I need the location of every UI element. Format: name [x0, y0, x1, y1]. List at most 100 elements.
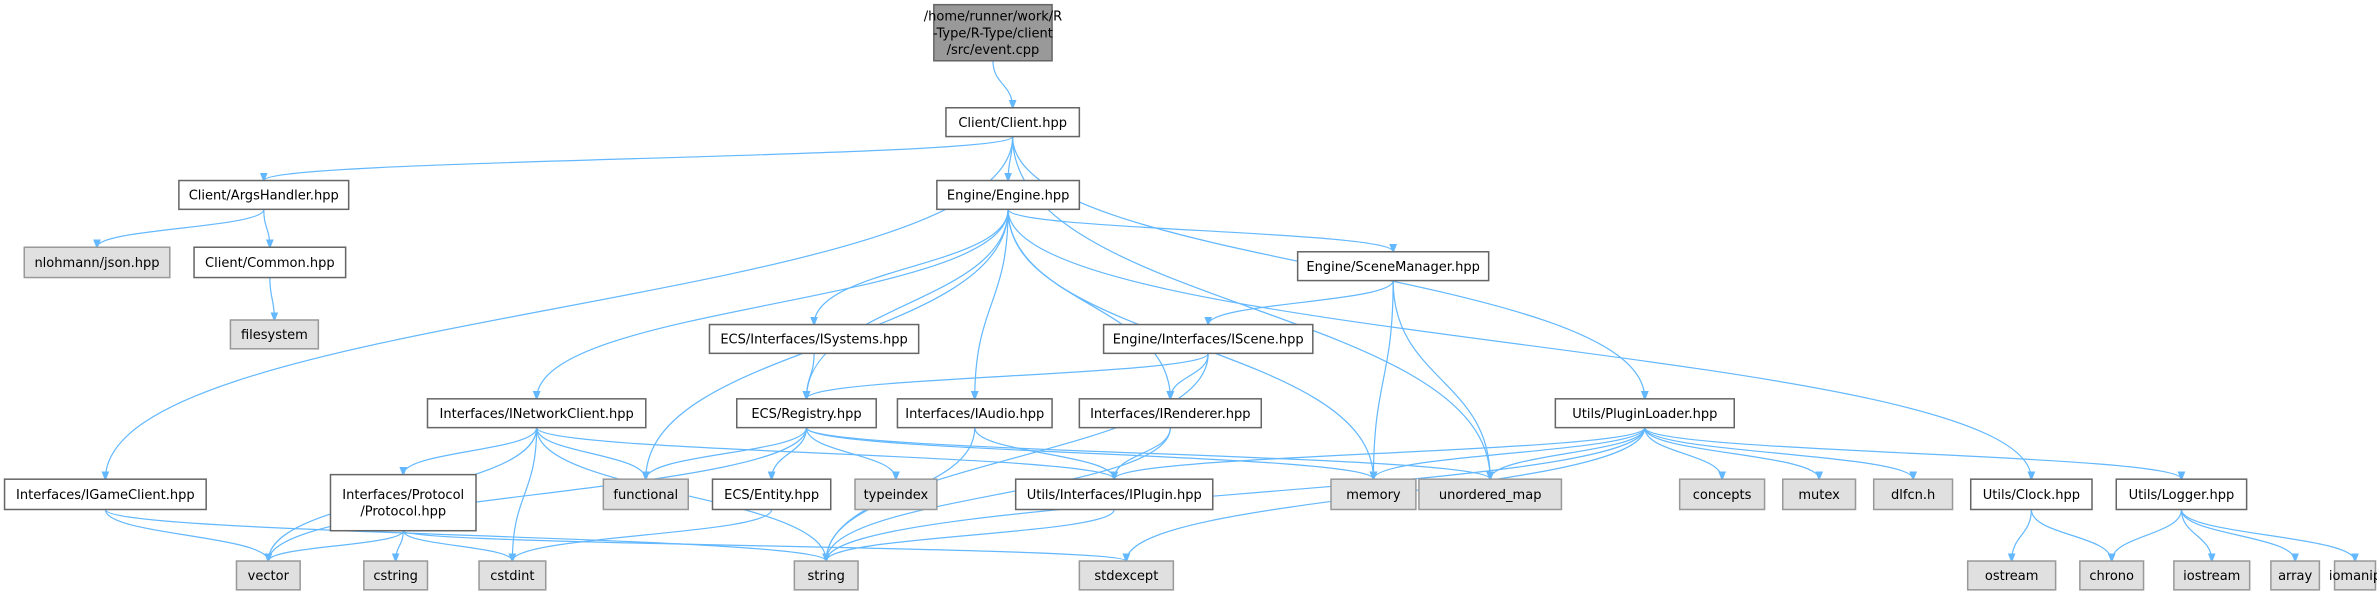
- node-event[interactable]: /home/runner/work/R-Type/R-Type/client/s…: [924, 3, 1062, 62]
- edge-protocol-to-stdexcept: [402, 530, 1126, 561]
- edge-engine-to-inetwork: [537, 209, 1009, 398]
- node-box: [2115, 478, 2248, 511]
- node-box: [1678, 478, 1766, 511]
- node-label: /src/event.cpp: [947, 43, 1040, 58]
- edge-inetwork-to-cstdint: [512, 427, 538, 561]
- node-label: dlfcn.h: [1891, 488, 1935, 503]
- node-box: [1418, 478, 1563, 511]
- node-box: [711, 478, 832, 511]
- edge-registry-to-functional: [646, 427, 808, 480]
- node-label: filesystem: [241, 328, 308, 343]
- node-client[interactable]: Client/Client.hpp: [945, 107, 1081, 138]
- node-label: ostream: [1985, 569, 2039, 584]
- node-label: Interfaces/IAudio.hpp: [905, 407, 1044, 422]
- edge-iaudio-to-iplugin: [974, 427, 1114, 480]
- node-label: ECS/Interfaces/ISystems.hpp: [720, 333, 907, 348]
- node-label: -Type/R-Type/client: [933, 26, 1053, 41]
- node-args[interactable]: Client/ArgsHandler.hpp: [178, 179, 350, 211]
- edge-igameclient-to-vector: [104, 509, 268, 561]
- edge-registry-to-memory: [805, 427, 1373, 480]
- node-stdexcept: stdexcept: [1078, 560, 1175, 591]
- node-box: [933, 3, 1053, 62]
- node-box: [2079, 560, 2145, 591]
- node-mutex: mutex: [1781, 478, 1857, 511]
- node-functional: functional: [602, 478, 689, 511]
- node-protocol[interactable]: Interfaces/Protocol/Protocol.hpp: [329, 473, 477, 532]
- node-label: nlohmann/json.hpp: [34, 256, 159, 271]
- node-label: Utils/Interfaces/IPlugin.hpp: [1027, 488, 1202, 503]
- node-label: Interfaces/Protocol: [342, 488, 464, 503]
- node-engine[interactable]: Engine/Engine.hpp: [936, 179, 1081, 211]
- node-label: Engine/SceneManager.hpp: [1306, 260, 1479, 275]
- edge-engine-to-clock: [1007, 209, 2031, 479]
- edge-registry-to-typeindex: [805, 427, 895, 480]
- node-label: Client/Common.hpp: [205, 256, 335, 271]
- node-entity[interactable]: ECS/Entity.hpp: [711, 478, 832, 511]
- node-box: [193, 246, 347, 279]
- node-label: Utils/PluginLoader.hpp: [1572, 407, 1717, 422]
- node-box: [936, 179, 1081, 211]
- node-box: [23, 246, 171, 279]
- edge-pluginloader-to-iplugin: [1114, 427, 1646, 480]
- node-logger[interactable]: Utils/Logger.hpp: [2115, 478, 2248, 511]
- node-box: [708, 323, 920, 355]
- edge-logger-to-iostream: [2180, 509, 2211, 561]
- edge-inetwork-to-functional: [536, 427, 646, 480]
- node-label: Client/Client.hpp: [958, 116, 1067, 131]
- edge-iscene-to-irenderer: [1170, 353, 1209, 398]
- edge-client-to-args: [264, 136, 1014, 181]
- edge-pluginloader-to-memory: [1373, 427, 1646, 480]
- node-array: array: [2270, 560, 2321, 591]
- node-iaudio[interactable]: Interfaces/IAudio.hpp: [896, 398, 1053, 429]
- node-box: [1872, 478, 1954, 511]
- edge-event-to-client: [992, 60, 1013, 108]
- node-common[interactable]: Client/Common.hpp: [193, 246, 347, 279]
- edge-args-to-common: [263, 209, 270, 247]
- node-label: /home/runner/work/R: [924, 10, 1062, 25]
- node-box: [1078, 398, 1263, 429]
- node-registry[interactable]: ECS/Registry.hpp: [735, 398, 877, 429]
- edge-protocol-to-cstdint: [402, 530, 512, 561]
- node-box: [945, 107, 1081, 138]
- node-isystems[interactable]: ECS/Interfaces/ISystems.hpp: [708, 323, 920, 355]
- node-label: functional: [613, 488, 678, 503]
- node-scenemgr[interactable]: Engine/SceneManager.hpp: [1296, 251, 1490, 282]
- node-label: /Protocol.hpp: [360, 505, 446, 520]
- node-pluginloader[interactable]: Utils/PluginLoader.hpp: [1554, 398, 1735, 429]
- node-clock[interactable]: Utils/Clock.hpp: [1969, 478, 2093, 511]
- node-ostream: ostream: [1966, 560, 2057, 591]
- node-json: nlohmann/json.hpp: [23, 246, 171, 279]
- node-iplugin[interactable]: Utils/Interfaces/IPlugin.hpp: [1014, 478, 1214, 511]
- edge-client-to-engine: [1008, 136, 1014, 181]
- edge-irenderer-to-string: [826, 427, 1171, 561]
- node-igameclient[interactable]: Interfaces/IGameClient.hpp: [3, 478, 207, 511]
- node-vector: vector: [235, 560, 301, 591]
- node-label: Interfaces/IRenderer.hpp: [1090, 407, 1250, 422]
- node-iscene[interactable]: Engine/Interfaces/IScene.hpp: [1102, 323, 1314, 355]
- edge-registry-to-entity: [772, 427, 808, 480]
- edge-pluginloader-to-string: [826, 427, 1646, 561]
- node-label: Client/ArgsHandler.hpp: [189, 189, 339, 204]
- node-label: typeindex: [864, 488, 929, 503]
- node-label: iostream: [2183, 569, 2240, 584]
- edge-registry-to-vector: [268, 427, 808, 561]
- node-inetwork[interactable]: Interfaces/INetworkClient.hpp: [426, 398, 647, 429]
- edge-protocol-to-cstring: [396, 530, 404, 561]
- node-label: ECS/Entity.hpp: [724, 488, 819, 503]
- node-box: [1969, 478, 2093, 511]
- node-label: cstring: [373, 569, 418, 584]
- edge-engine-to-irenderer: [1007, 209, 1170, 398]
- nodes: /home/runner/work/R-Type/R-Type/client/s…: [3, 3, 2377, 591]
- node-label: chrono: [2089, 569, 2134, 584]
- node-iomanip: iomanip: [2329, 560, 2377, 591]
- node-irenderer[interactable]: Interfaces/IRenderer.hpp: [1078, 398, 1263, 429]
- edge-pluginloader-to-logger: [1644, 427, 2182, 480]
- node-box: [2173, 560, 2251, 591]
- node-chrono: chrono: [2079, 560, 2145, 591]
- node-label: ECS/Registry.hpp: [751, 407, 861, 422]
- node-label: Interfaces/INetworkClient.hpp: [440, 407, 634, 422]
- edge-pluginloader-to-dlfcn: [1644, 427, 1913, 480]
- edge-engine-to-registry: [806, 209, 1009, 398]
- node-label: Utils/Logger.hpp: [2129, 488, 2235, 503]
